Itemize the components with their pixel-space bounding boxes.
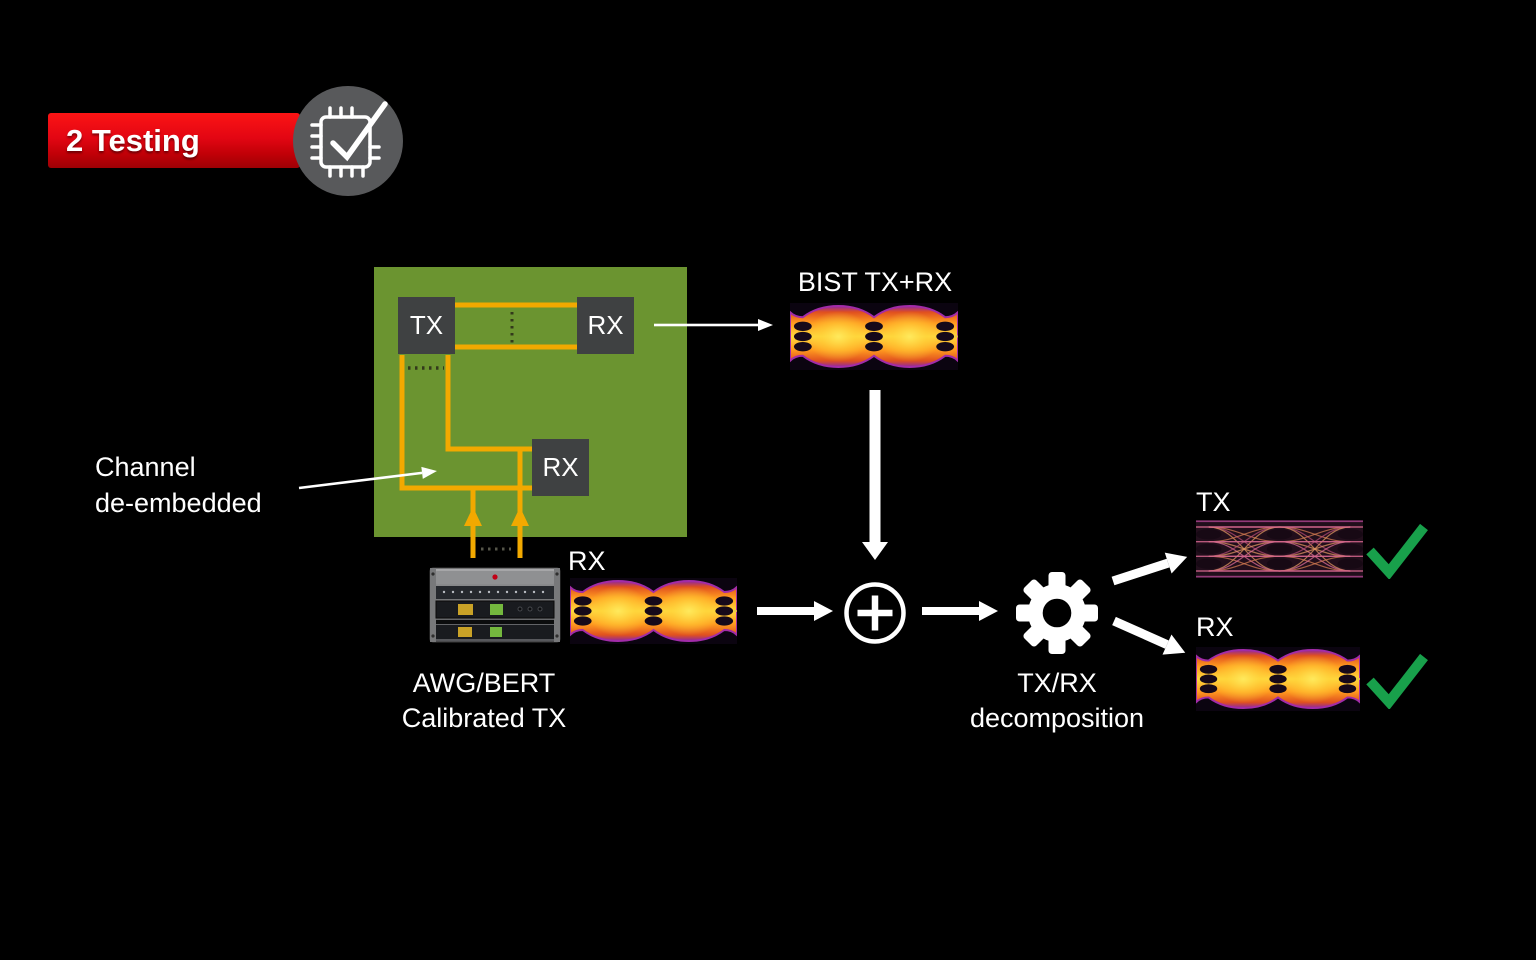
chip-check-icon: [293, 86, 403, 196]
board-rx-top-block: RX: [577, 297, 634, 354]
decomposition-caption-line2: decomposition: [969, 703, 1145, 733]
gear-icon: [1016, 572, 1098, 654]
section-badge: 2 Testing: [48, 113, 300, 168]
instrument-caption: AWG/BERT Calibrated TX: [364, 666, 604, 736]
tx-pass-check-icon: [1366, 523, 1428, 579]
decomposition-caption: TX/RX decomposition: [937, 666, 1177, 736]
board-rx-bottom-label: RX: [542, 452, 579, 482]
instrument-caption-line2: Calibrated TX: [401, 703, 567, 733]
bist-eye-diagram: [790, 303, 958, 370]
sum-to-gear-arrow: [922, 601, 998, 621]
channel-line2: de-embedded: [95, 488, 262, 518]
tx-eye-openings: [1196, 529, 1363, 569]
instrument-rx-eye-diagram: [570, 578, 737, 644]
dut-board: TX RX RX: [374, 267, 687, 537]
awg-bert-instrument: [429, 567, 561, 643]
output-rx-eye-diagram: [1196, 647, 1360, 711]
decomposition-caption-line1: TX/RX: [1017, 668, 1097, 698]
instrument-caption-line1: AWG/BERT: [412, 668, 556, 698]
channel-line1: Channel: [95, 452, 196, 482]
rx-pass-check-icon: [1366, 653, 1428, 709]
section-badge-label: 2 Testing: [66, 122, 200, 158]
instrument-rx-label: RX: [568, 546, 606, 576]
board-tx-label: TX: [409, 310, 444, 340]
board-rx-bottom-block: RX: [532, 439, 589, 496]
bist-label: BIST TX+RX: [797, 267, 953, 297]
channel-deembedded-label: Channel de-embedded: [95, 449, 262, 521]
output-tx-eye-diagram: [1196, 520, 1363, 578]
gear-to-rx-arrow: [1112, 616, 1186, 655]
board-rx-top-label: RX: [587, 310, 624, 340]
board-tx-block: TX: [398, 297, 455, 354]
bist-down-arrow: [862, 390, 888, 560]
output-rx-label: RX: [1196, 612, 1234, 642]
eye-to-sum-arrow: [757, 601, 833, 621]
plus-circle-icon: [844, 582, 906, 644]
output-tx-label: TX: [1196, 487, 1231, 517]
gear-to-tx-arrow: [1111, 552, 1188, 586]
